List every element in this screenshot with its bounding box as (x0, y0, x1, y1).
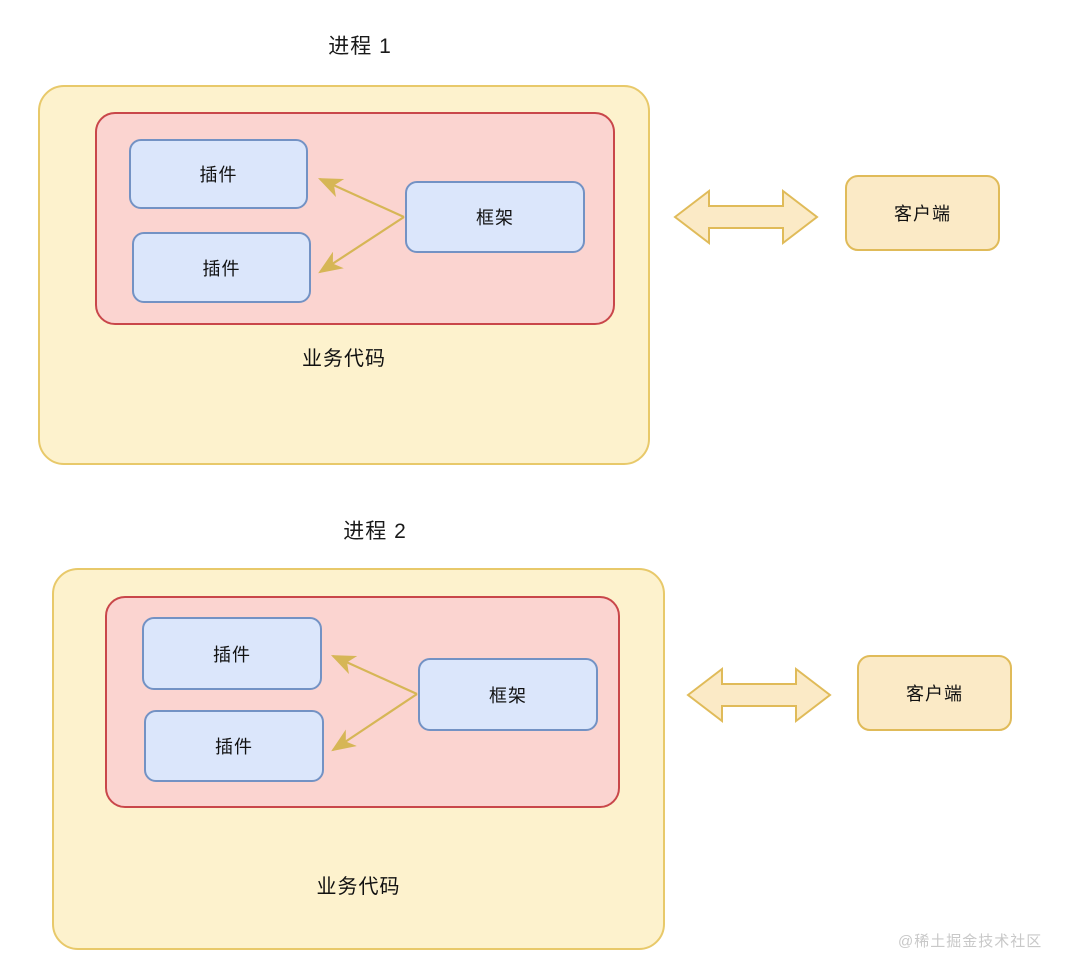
double-arrow-icon (686, 666, 832, 724)
process-1-client-box[interactable]: 客户端 (845, 175, 1000, 251)
process-2-title: 进程 2 (343, 520, 407, 543)
connector-framework-to-plugin-2 (318, 216, 405, 274)
watermark: @稀土掘金技术社区 (898, 933, 1043, 950)
process-2-client-box[interactable]: 客户端 (857, 655, 1012, 731)
connector-framework-to-plugin-1 (330, 654, 418, 696)
process-2-framework-box[interactable]: 框架 (418, 658, 598, 731)
process-2-plugin-2[interactable]: 插件 (144, 710, 324, 782)
process-2-bidirectional-arrow (686, 666, 832, 724)
process-1-plugin-2[interactable]: 插件 (132, 232, 311, 303)
process-1-bidirectional-arrow (673, 188, 819, 246)
process-2-business-label: 业务代码 (316, 876, 401, 898)
process-2-plugin-1[interactable]: 插件 (142, 617, 322, 690)
process-1-framework-box[interactable]: 框架 (405, 181, 585, 253)
connector-framework-to-plugin-1 (317, 177, 405, 219)
connector-framework-to-plugin-2 (331, 693, 418, 752)
process-1-title: 进程 1 (328, 35, 392, 58)
double-arrow-icon (673, 188, 819, 246)
process-1-business-label: 业务代码 (302, 348, 386, 370)
process-1-plugin-1[interactable]: 插件 (129, 139, 308, 209)
